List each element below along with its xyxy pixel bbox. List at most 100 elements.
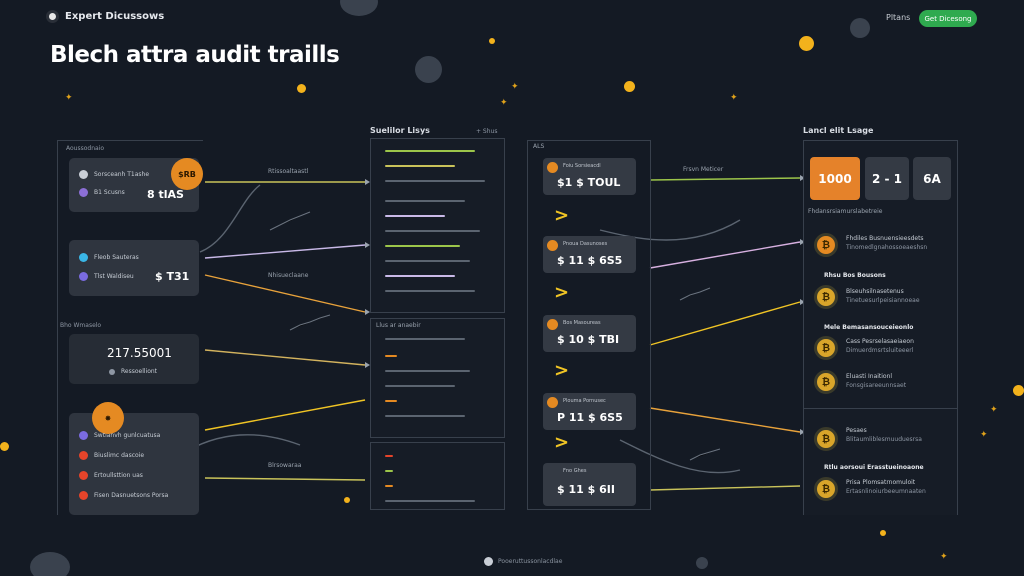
flow-line xyxy=(649,241,801,269)
list-row-bar xyxy=(385,370,470,372)
flow-arrow xyxy=(365,309,370,315)
list-row-bar xyxy=(385,485,393,487)
spark-icon: ✦ xyxy=(980,430,988,440)
spark-icon: ✦ xyxy=(65,93,73,103)
balance-card[interactable]: 217.55001 Ressoelliont xyxy=(69,334,199,384)
list-row-bar xyxy=(385,150,475,152)
coin-icon xyxy=(547,467,558,478)
card-value: 8 tlAS xyxy=(147,188,184,201)
spark-icon: ✦ xyxy=(990,405,998,415)
shield-icon xyxy=(79,188,88,197)
alert-icon xyxy=(79,451,88,460)
bg-blob xyxy=(30,552,70,576)
ledger-stat-primary[interactable]: 1000 xyxy=(810,157,860,200)
activity-card[interactable]: Swtlanvh gunlcuatusa Biuslimc dascoie Er… xyxy=(69,413,199,515)
ledger-entry-head: Rhsu Bos Bousons xyxy=(824,272,886,279)
flow-arrow xyxy=(800,239,805,245)
trend-sketch xyxy=(689,448,721,461)
bg-blob xyxy=(415,56,442,83)
flow-curve xyxy=(619,439,741,474)
bg-dot xyxy=(1013,385,1024,396)
ledger-sublabel: Fhdansrsiamurslabetreie xyxy=(808,208,883,215)
trend-sketch xyxy=(269,211,311,231)
card-label: Foiu Sorsieacdl xyxy=(563,163,601,169)
ledger-entry-line: Tinetuesurlpeisiannoeae xyxy=(846,297,920,304)
brand-name: Expert Dicussows xyxy=(65,11,165,22)
nav-link-plans[interactable]: Pltans xyxy=(886,13,911,22)
chevron-right-icon[interactable]: > xyxy=(554,205,570,226)
flow-arrow xyxy=(365,179,370,185)
card-row: Tlst Waldiseu xyxy=(94,273,134,280)
bg-dot xyxy=(344,497,350,503)
brand[interactable]: Expert Dicussows xyxy=(46,10,164,23)
card-label: Bos Masoureas xyxy=(563,320,601,326)
flow-line xyxy=(204,349,366,366)
bitcoin-icon: ₿ xyxy=(814,233,838,257)
ledger-stat[interactable]: 2 - 1 xyxy=(865,157,909,200)
transaction-card[interactable]: Fno Ghes$ 11 $ 6II xyxy=(543,463,636,506)
ledger-stat[interactable]: 6A xyxy=(913,157,951,200)
mid-panel-title: Suelilor Lisys xyxy=(370,126,430,135)
chevron-right-icon[interactable]: > xyxy=(554,282,570,303)
spark-icon: ✦ xyxy=(940,552,948,562)
brand-logo-icon xyxy=(46,10,59,23)
bitcoin-icon: ₿ xyxy=(814,370,838,394)
badge-icon: $RB xyxy=(171,158,203,190)
footer-logo-icon xyxy=(484,557,493,566)
chevron-right-icon[interactable]: > xyxy=(554,360,570,381)
card-value: $ 11 $ 6S5 xyxy=(557,254,623,267)
ledger-entry-head: Mele Bemasansouceieonlo xyxy=(824,324,914,331)
page-title: Blech attra audit traills xyxy=(50,42,340,68)
card-row: Ertoullsttion uas xyxy=(94,472,143,479)
list-row-bar xyxy=(385,415,465,417)
user-icon xyxy=(79,170,88,179)
chevron-right-icon[interactable]: > xyxy=(554,432,570,453)
flow-line xyxy=(204,274,366,313)
ledger-entry-line: Blseuhsilnasetenus xyxy=(846,288,904,295)
bg-blob xyxy=(340,0,378,16)
ledger-panel xyxy=(803,140,958,515)
card-value: $ 11 $ 6II xyxy=(557,483,615,496)
flow-line xyxy=(649,301,801,346)
bg-dot xyxy=(489,38,495,44)
list-row-bar xyxy=(385,455,393,457)
ledger-entry-head: Rtlu aorsoui Erasstueinoaone xyxy=(824,464,924,471)
card-label: Plouma Pornusec xyxy=(563,398,606,404)
source-card[interactable]: Fleob Sauteras Tlst Waldiseu $ T31 xyxy=(69,240,199,296)
transaction-card[interactable]: Pnoua Dasunoses$ 11 $ 6S5 xyxy=(543,236,636,273)
list-row-bar xyxy=(385,200,465,202)
ledger-entry-line: Ertasnlinoiurbeeumnaaten xyxy=(846,488,926,495)
chain-icon xyxy=(79,431,88,440)
list-row-bar xyxy=(385,290,475,292)
bitcoin-icon: ₿ xyxy=(814,477,838,501)
ledger-entry-line: Fhdiles Busnuensieesdets xyxy=(846,235,924,242)
get-started-button[interactable]: Get Dicesong xyxy=(919,10,977,27)
bg-dot xyxy=(297,84,306,93)
transaction-card[interactable]: Bos Masoureas$ 10 $ TBI xyxy=(543,315,636,352)
bg-dot xyxy=(799,36,814,51)
card-value: $1 $ TOUL xyxy=(557,176,621,189)
list-row-bar xyxy=(385,385,455,387)
mid-panel-tag: + Shus xyxy=(476,128,498,135)
transaction-card[interactable]: Foiu Sorsieacdl $1 $ TOUL xyxy=(543,158,636,195)
list-row-bar xyxy=(385,338,465,340)
coin-icon xyxy=(547,319,558,330)
ledger-title: Lancl elit Lsage xyxy=(803,126,874,135)
bg-blob xyxy=(696,557,708,569)
card-row: Ressoelliont xyxy=(121,368,158,375)
coin-icon xyxy=(547,162,558,173)
trend-sketch xyxy=(289,314,331,331)
spark-icon: ✦ xyxy=(500,98,508,108)
list-row-bar xyxy=(385,275,455,277)
list-row-bar xyxy=(385,400,397,402)
list-row-bar xyxy=(385,260,470,262)
flow-label: Frsvn Meticer xyxy=(683,166,724,173)
list-subtitle: Llus ar anaebir xyxy=(376,322,421,329)
card-row: Biuslimc dascoie xyxy=(94,452,145,459)
flow-line xyxy=(649,407,801,433)
coin-icon xyxy=(79,272,88,281)
alert-icon xyxy=(79,471,88,480)
ledger-entry-line: Eluasti Inaitionl xyxy=(846,373,893,380)
